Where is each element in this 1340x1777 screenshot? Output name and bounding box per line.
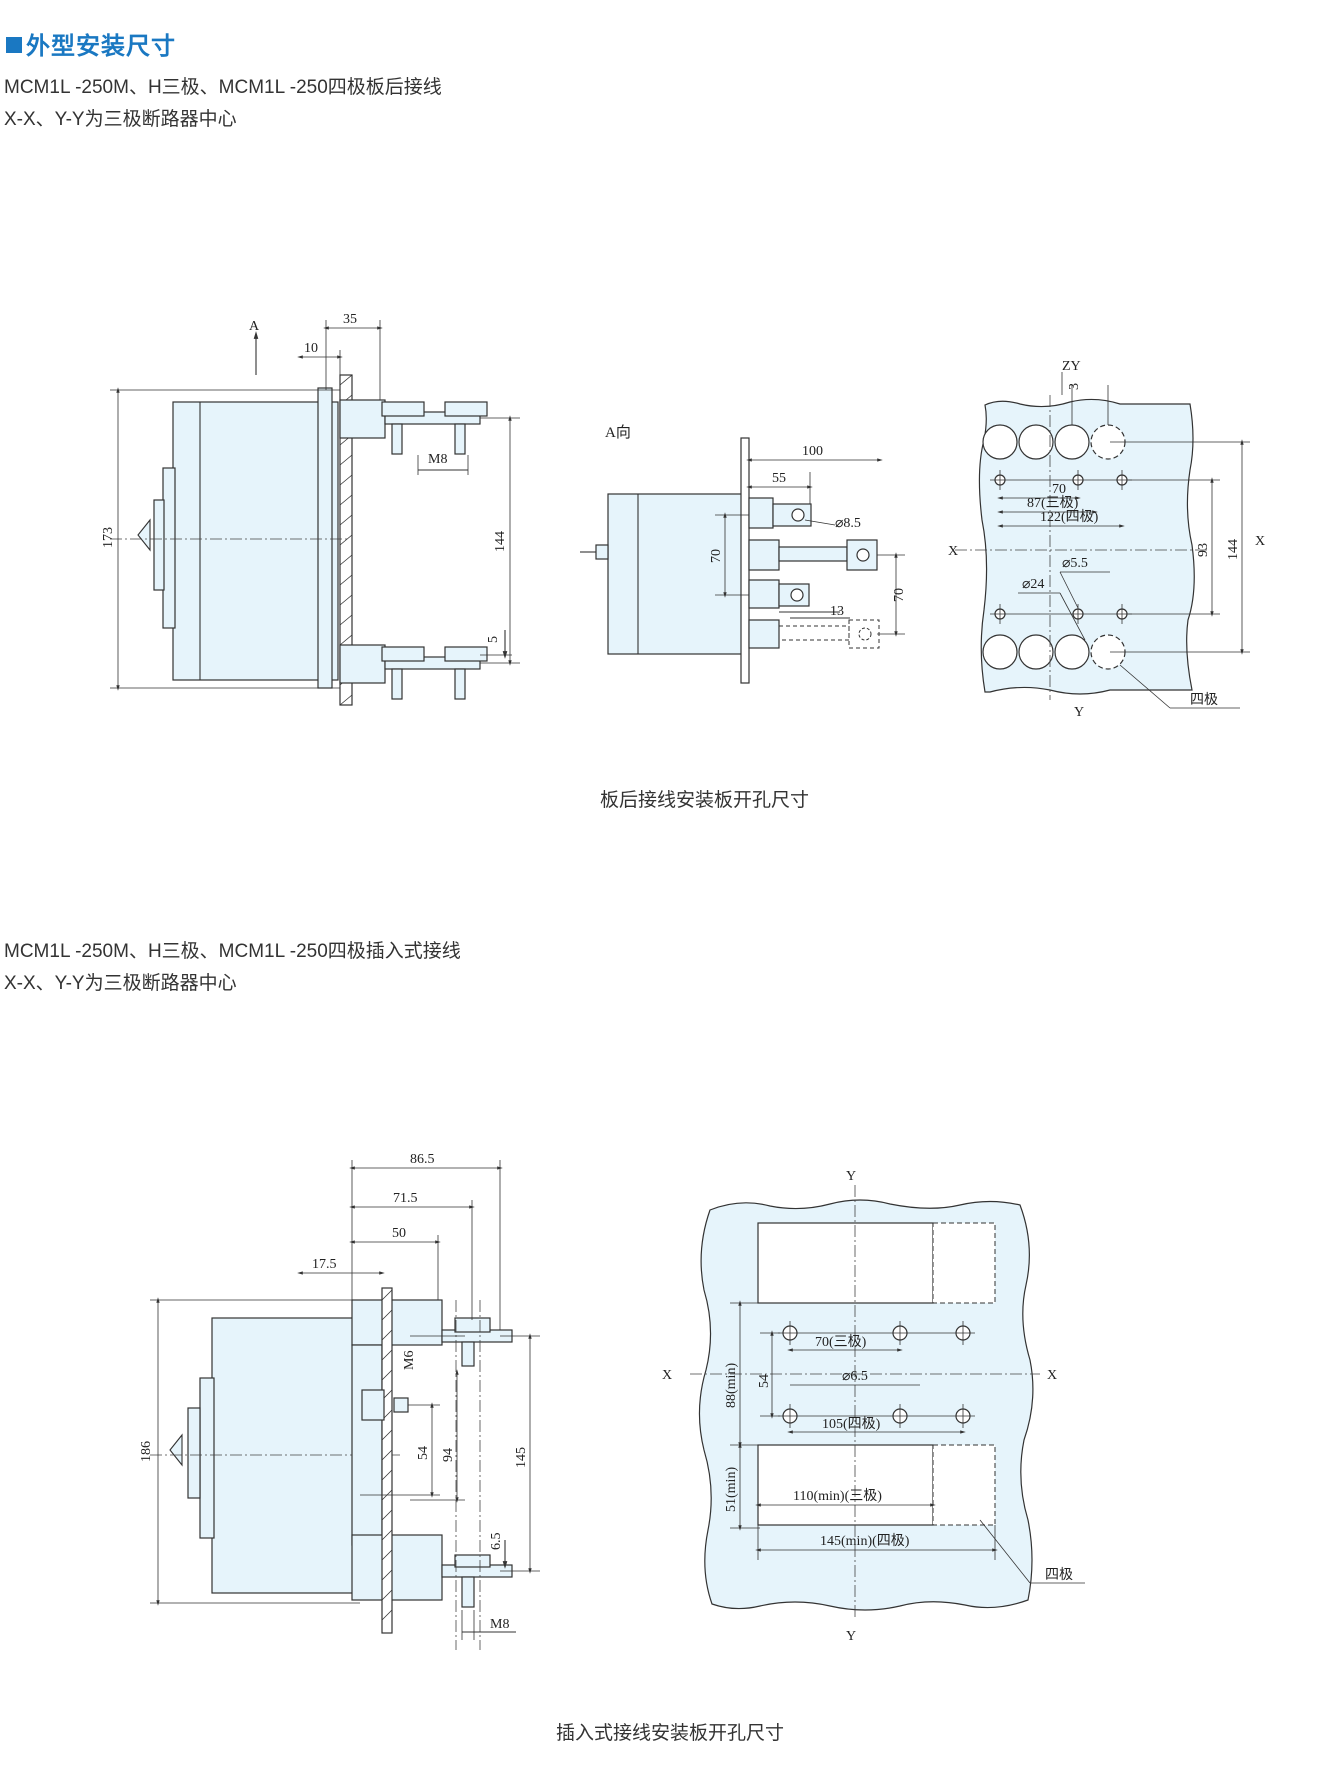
s1-cut-dim-144: 144 <box>1226 539 1241 560</box>
page-title: 外型安装尺寸 <box>6 26 176 61</box>
s1-cut-four-pole: 四极 <box>1190 692 1218 708</box>
s1-cut-dim-87: 87(三极) <box>1027 495 1079 511</box>
s1-a-view: A向 100 55 ⌀8.5 70 <box>580 424 907 684</box>
s2-dim-186: 186 <box>139 1441 154 1462</box>
s1-a-dim-100: 100 <box>802 444 823 459</box>
s2-cut-dim-51: 51(min) <box>724 1467 739 1512</box>
s2-cut-dim-70: 70(三极) <box>815 1334 867 1350</box>
s2-dim-145: 145 <box>514 1447 529 1468</box>
section1-subtitle: MCM1L -250M、H三极、MCM1L -250四极板后接线 <box>4 77 442 98</box>
s2-dim-865: 86.5 <box>410 1152 435 1167</box>
s1-cut-x-left: X <box>948 544 958 559</box>
s2-dim-94: 94 <box>441 1448 456 1462</box>
s1-dim-5: 5 <box>486 636 501 643</box>
section2-caption: 插入式接线安装板开孔尺寸 <box>556 1723 785 1744</box>
s2-cut-dim-145: 145(min)(四极) <box>820 1533 910 1549</box>
s2-dim-715: 71.5 <box>393 1191 418 1206</box>
s2-m8: M8 <box>490 1617 509 1632</box>
section2-subtitle: MCM1L -250M、H三极、MCM1L -250四极插入式接线 <box>4 941 461 962</box>
s2-cut-x-left: X <box>662 1368 672 1383</box>
s1-m8: M8 <box>428 452 447 467</box>
s1-dim-144: 144 <box>493 531 508 552</box>
s2-cut-dim-54: 54 <box>757 1374 772 1388</box>
s2-dim-54: 54 <box>416 1446 431 1460</box>
s2-dim-65: 6.5 <box>489 1533 504 1551</box>
s1-cut-x-right: X <box>1255 534 1265 549</box>
square-bullet-icon <box>6 37 22 53</box>
s2-m6: M6 <box>402 1351 417 1370</box>
s1-a-dim-55: 55 <box>772 471 786 486</box>
s1-cut-dim-93: 93 <box>1196 543 1211 557</box>
s1-cutout: ZY 3 70 87(三极) 122(四极) X X ⌀5.5 ⌀24 93 1… <box>948 359 1265 720</box>
s2-side-view: 86.5 71.5 50 17.5 186 M6 54 94 145 6.5 <box>139 1152 540 1650</box>
s1-a-phi85: ⌀8.5 <box>835 516 861 531</box>
s1-a-dim-13: 13 <box>830 604 844 619</box>
s2-cut-phi65: ⌀6.5 <box>842 1369 868 1384</box>
s2-cut-dim-88: 88(min) <box>724 1363 739 1408</box>
s2-cut-y-bottom: Y <box>846 1629 856 1644</box>
page-title-text: 外型安装尺寸 <box>26 33 176 60</box>
s2-dim-175: 17.5 <box>312 1257 337 1272</box>
s1-cut-zy: ZY <box>1062 359 1081 374</box>
s2-cutout: Y Y X X 70(三极) 54 88(min) ⌀6.5 105(四极) 5… <box>662 1169 1085 1644</box>
s1-cut-phi24: ⌀24 <box>1022 577 1044 592</box>
s1-a-dim-70a: 70 <box>709 549 724 563</box>
s2-dim-50: 50 <box>392 1226 406 1241</box>
s1-cut-phi55: ⌀5.5 <box>1062 556 1088 571</box>
s1-dim-35: 35 <box>343 312 357 327</box>
s1-cut-dim-122: 122(四极) <box>1040 509 1099 525</box>
s1-cut-y: Y <box>1074 705 1084 720</box>
s1-cut-dim-70: 70 <box>1052 482 1066 497</box>
section2-note: X-X、Y-Y为三极断路器中心 <box>4 973 237 994</box>
s2-cut-dim-110: 110(min)(三极) <box>793 1488 882 1504</box>
s1-dim-173: 173 <box>101 527 116 548</box>
s2-cut-dim-105: 105(四极) <box>822 1416 881 1432</box>
s1-a-dim-70b: 70 <box>892 588 907 602</box>
section1-caption: 板后接线安装板开孔尺寸 <box>600 790 810 811</box>
s2-cut-four-pole: 四极 <box>1045 1567 1073 1583</box>
s2-cut-x-right: X <box>1047 1368 1057 1383</box>
s1-arrow-a-label: A <box>249 319 260 334</box>
section1-note: X-X、Y-Y为三极断路器中心 <box>4 109 237 130</box>
s1-side-view: A 35 10 173 144 5 M8 <box>101 312 520 706</box>
s1-a-view-title: A向 <box>605 424 631 441</box>
s1-dim-10: 10 <box>304 341 318 356</box>
s2-cut-y-top: Y <box>846 1169 856 1184</box>
s1-cut-dim-3: 3 <box>1067 383 1082 390</box>
